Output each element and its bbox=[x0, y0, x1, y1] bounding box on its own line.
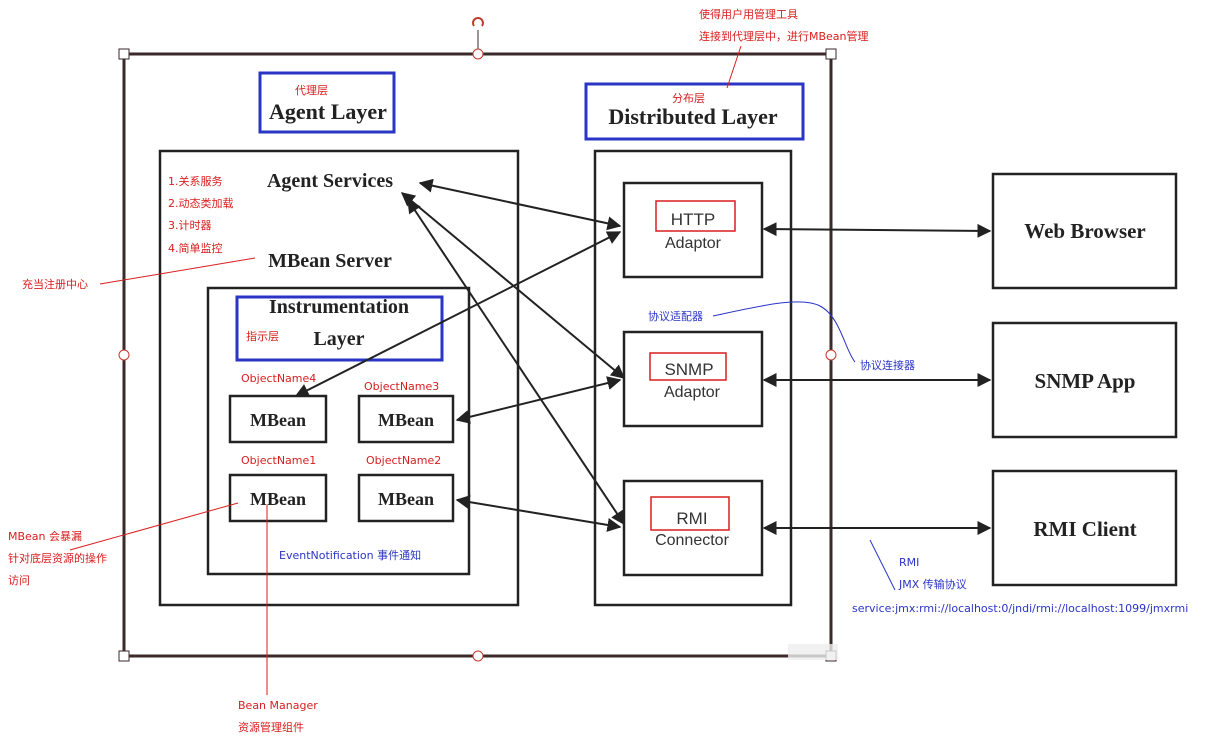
arrow-http-webbrowser bbox=[762, 222, 992, 238]
agent-layer-title: Agent Layer bbox=[269, 99, 387, 124]
arrow-mbean3-snmp bbox=[455, 376, 622, 424]
resize-handle-bottom[interactable] bbox=[472, 650, 484, 662]
rotate-handle[interactable] bbox=[472, 17, 484, 27]
mbean-note-line: MBean 会暴漏 bbox=[8, 530, 82, 543]
watermark-mark bbox=[788, 644, 838, 660]
distributed-note-line-2: 连接到代理层中，进行MBean管理 bbox=[699, 29, 869, 43]
rmi-kind-label: Connector bbox=[655, 532, 729, 549]
snmp-app-box[interactable] bbox=[991, 321, 1178, 439]
instrumentation-title-line2: Layer bbox=[313, 328, 364, 350]
service-item: 2.动态类加载 bbox=[168, 196, 234, 210]
distributed-layer-label-box bbox=[584, 82, 805, 141]
mbean-server-note-pointer bbox=[99, 257, 256, 285]
arrow-services-http bbox=[418, 178, 622, 231]
service-item: 4.简单监控 bbox=[168, 241, 223, 255]
snmp-protocol-highlight bbox=[649, 352, 727, 381]
rmi-note-line: JMX 传输协议 bbox=[898, 577, 967, 591]
adaptor-note-curve bbox=[712, 301, 856, 363]
rmi-client-box[interactable] bbox=[991, 469, 1178, 587]
rmi-note-line: RMI bbox=[899, 556, 919, 569]
mbean-note-pointer bbox=[69, 502, 239, 551]
snmp-app-label: SNMP App bbox=[1035, 369, 1136, 393]
mbean-server-title: MBean Server bbox=[268, 250, 392, 272]
mbean-object-name: ObjectName1 bbox=[241, 454, 316, 467]
distributed-note-line-1: 使得用户用管理工具 bbox=[699, 7, 798, 21]
resize-handle-tl[interactable] bbox=[118, 48, 130, 60]
snmp-protocol-label: SNMP bbox=[664, 360, 713, 379]
resize-handle-right[interactable] bbox=[825, 349, 837, 361]
mbean-box-1[interactable] bbox=[228, 473, 328, 523]
mbean-object-name: ObjectName4 bbox=[241, 372, 316, 385]
instrumentation-cn-label: 指示层 bbox=[246, 329, 279, 343]
rmi-note-pointer bbox=[869, 539, 896, 591]
mbean-label: MBean bbox=[378, 489, 434, 509]
agent-services-box bbox=[158, 149, 520, 607]
connector-note: 协议连接器 bbox=[860, 358, 915, 372]
rmi-protocol-label: RMI bbox=[676, 509, 707, 528]
service-item: 3.计时器 bbox=[168, 219, 212, 232]
rmi-client-label: RMI Client bbox=[1033, 517, 1136, 541]
mbean-object-name: ObjectName3 bbox=[364, 380, 439, 393]
resize-handle-bl[interactable] bbox=[118, 650, 130, 662]
agent-layer-label-box bbox=[258, 71, 396, 134]
mbean-label: MBean bbox=[250, 410, 306, 430]
resize-handle-left[interactable] bbox=[118, 349, 130, 361]
rmi-note-line: service:jmx:rmi://localhost:0/jndi/rmi:/… bbox=[852, 602, 1188, 615]
mbean-server-note: 充当注册中心 bbox=[22, 277, 88, 291]
distributed-layer-cn-label: 分布层 bbox=[672, 92, 705, 105]
agent-layer-cn-label: 代理层 bbox=[295, 84, 328, 97]
mbean-label: MBean bbox=[378, 410, 434, 430]
mbean-label: MBean bbox=[250, 489, 306, 509]
rmi-connector-box[interactable] bbox=[622, 479, 764, 577]
arrow-mbean2-rmi bbox=[455, 495, 622, 532]
agent-services-title: Agent Services bbox=[267, 170, 393, 192]
event-notification: EventNotification 事件通知 bbox=[279, 548, 421, 562]
resize-handle-tr[interactable] bbox=[825, 48, 837, 60]
mbean-note-line: 针对底层资源的操作 bbox=[8, 551, 107, 565]
http-protocol-highlight bbox=[655, 200, 736, 232]
http-protocol-label: HTTP bbox=[671, 210, 715, 229]
web-browser-label: Web Browser bbox=[1024, 219, 1146, 243]
bean-manager-line: 资源管理组件 bbox=[238, 720, 304, 734]
rmi-protocol-highlight bbox=[650, 496, 730, 531]
http-adaptor-box[interactable] bbox=[622, 181, 764, 279]
distributed-layer-title: Distributed Layer bbox=[608, 104, 778, 129]
snmp-kind-label: Adaptor bbox=[664, 384, 721, 401]
mbean-box-4[interactable] bbox=[228, 394, 328, 444]
snmp-adaptor-box[interactable] bbox=[622, 330, 764, 428]
bean-manager-line: Bean Manager bbox=[238, 699, 318, 712]
connection-arrows bbox=[294, 178, 992, 535]
service-item: 1.关系服务 bbox=[168, 174, 223, 188]
outer-frame[interactable] bbox=[118, 17, 837, 662]
http-kind-label: Adaptor bbox=[665, 235, 722, 252]
mbean-note-line: 访问 bbox=[8, 574, 30, 587]
arrow-mbean4-http bbox=[294, 231, 622, 397]
web-browser-box[interactable] bbox=[991, 172, 1178, 290]
resize-handle-top[interactable] bbox=[472, 48, 484, 60]
instrumentation-title-line1: Instrumentation bbox=[269, 296, 409, 318]
distributed-note-pointer bbox=[726, 45, 742, 89]
mbean-object-name: ObjectName2 bbox=[366, 454, 441, 467]
adaptor-note: 协议适配器 bbox=[648, 309, 703, 323]
